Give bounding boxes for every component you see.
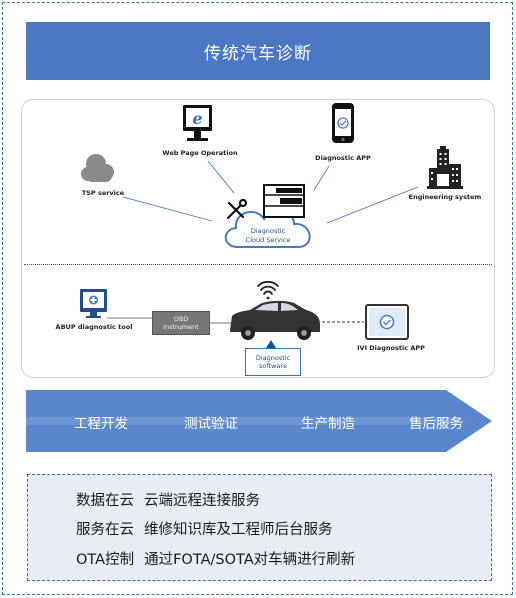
obd-instrument-box: OBD instrument xyxy=(152,311,210,335)
cloud-service-label-line1: Diagnostic xyxy=(250,227,286,235)
info-text: 云端远程连接服务 xyxy=(144,493,260,509)
web-page-operation-label: Web Page Operation xyxy=(162,149,238,157)
page-title: 传统汽车诊断 xyxy=(26,22,490,80)
diagram-divider xyxy=(24,264,492,265)
diagnostic-app-label: Diagnostic APP xyxy=(315,154,371,162)
diagnostic-cloud-icon xyxy=(224,209,311,248)
desktop-monitor-icon xyxy=(80,289,107,318)
info-tag: OTA控制 xyxy=(76,552,135,568)
diag-sw-line2: software xyxy=(259,362,287,370)
info-row-data: 数据在云云端远程连接服务 xyxy=(76,489,260,510)
cloud-icon xyxy=(81,154,114,182)
stage-aftersales: 售后服务 xyxy=(409,416,463,432)
info-row-ota: OTA控制通过FOTA/SOTA对车辆进行刷新 xyxy=(76,548,355,569)
car-icon xyxy=(230,300,320,348)
line-eng-cloud xyxy=(326,186,419,224)
info-text: 通过FOTA/SOTA对车辆进行刷新 xyxy=(144,552,356,568)
engineering-system-label: Engineering system xyxy=(408,193,482,201)
abup-tool-label: ABUP diagnostic tool xyxy=(55,323,133,331)
smartphone-icon xyxy=(332,103,354,143)
ivi-screen-icon xyxy=(365,304,409,340)
browser-monitor-icon: e xyxy=(183,105,212,141)
line-web-cloud xyxy=(207,160,235,194)
diagnostic-software-box: Diagnostic software xyxy=(245,348,301,376)
line-tsp-cloud xyxy=(122,196,213,222)
info-row-service: 服务在云维修知识库及工程师后台服务 xyxy=(76,518,333,539)
stage-production: 生产制造 xyxy=(301,416,355,432)
lifecycle-arrow xyxy=(26,390,492,452)
info-tag: 服务在云 xyxy=(76,522,134,538)
server-icon xyxy=(263,184,305,218)
svg-text:e: e xyxy=(192,109,202,128)
line-app-cloud xyxy=(313,165,330,191)
info-box xyxy=(27,474,492,581)
info-text: 维修知识库及工程师后台服务 xyxy=(144,522,333,538)
building-icon xyxy=(427,146,463,189)
obd-label-line1: OBD xyxy=(173,315,189,323)
tools-icon xyxy=(226,198,248,220)
diag-sw-line1: Diagnostic xyxy=(255,354,291,362)
stage-testing: 测试验证 xyxy=(184,416,238,432)
obd-label-line2: instrument xyxy=(163,323,199,331)
stage-engineering: 工程开发 xyxy=(74,416,128,432)
info-tag: 数据在云 xyxy=(76,493,134,509)
tsp-service-label: TSP service xyxy=(81,189,125,197)
wifi-icon xyxy=(257,280,279,300)
ivi-app-label: IVI Diagnostic APP xyxy=(357,344,425,352)
cloud-service-label-line2: Cloud Service xyxy=(245,236,291,244)
